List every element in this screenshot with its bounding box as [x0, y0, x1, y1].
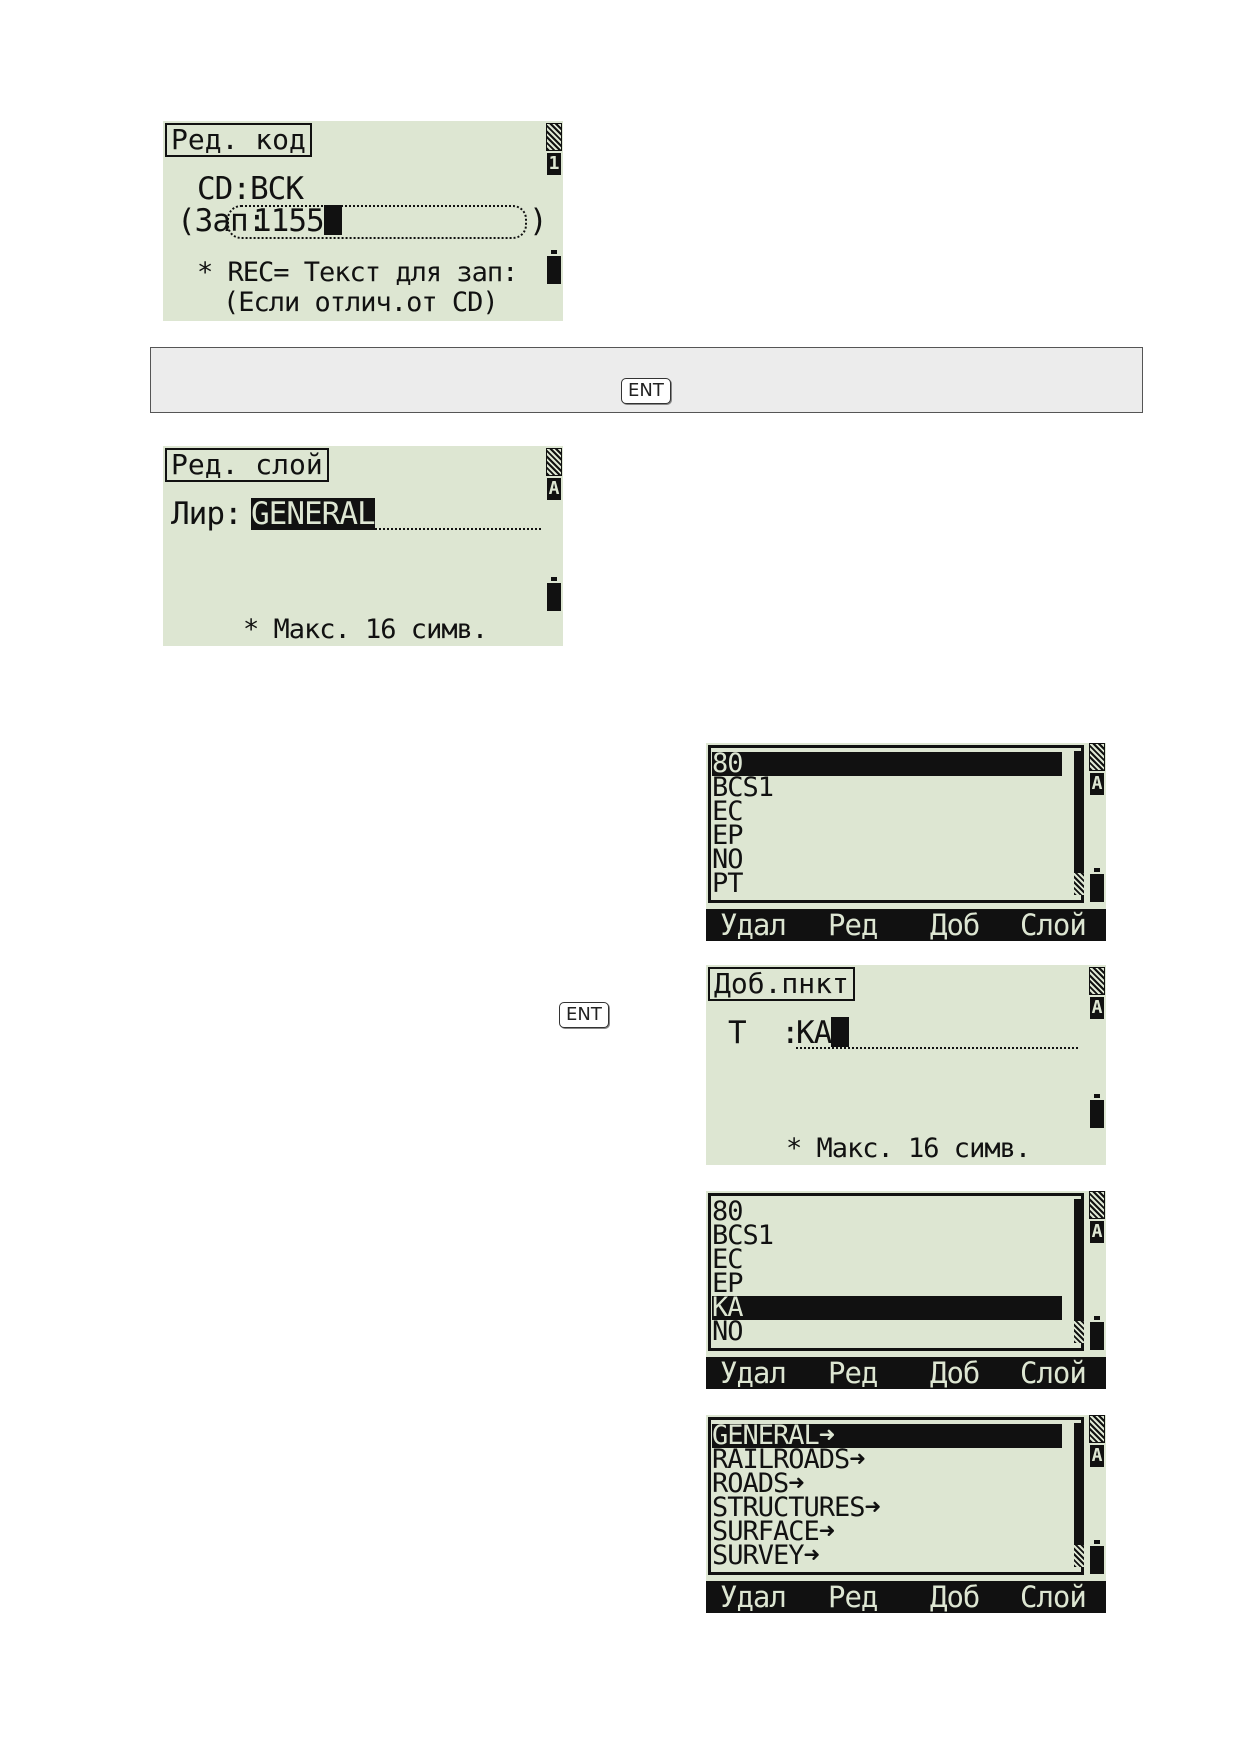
list-item[interactable]: 80: [712, 750, 1062, 777]
scrollbar-end: [1074, 1321, 1084, 1343]
layer-list-screen: GENERAL➜ RAILROADS➜ ROADS➜ STRUCTURES➜ S…: [706, 1415, 1106, 1613]
ent-key-icon: ENT: [559, 1002, 609, 1028]
list-item[interactable]: GENERAL➜: [712, 1422, 1062, 1449]
screen-title: Ред. слой: [165, 448, 329, 482]
screen-title: Ред. код: [165, 123, 312, 157]
battery-icon: [1090, 1540, 1104, 1574]
code-list-screen: 80 BCS1 EC EP NO PT A Удал Ред Доб Слой: [706, 743, 1106, 941]
list-item[interactable]: NO: [712, 1316, 744, 1347]
list-item[interactable]: SURFACE➜: [712, 1516, 835, 1547]
hint-line-2: (Если отлич.от CD): [223, 287, 499, 318]
list-item[interactable]: PT: [712, 868, 744, 899]
add-point-screen: Доб.пнкт T : KA * Макс. 16 симв. A: [706, 965, 1106, 1165]
input-mode-indicator: A: [1090, 1445, 1104, 1467]
record-value: 1155: [253, 203, 325, 239]
point-label: T :: [728, 1015, 800, 1051]
screen-title: Доб.пнкт: [708, 967, 855, 1001]
max-length-hint: * Макс. 16 симв.: [243, 614, 488, 645]
battery-icon: [1090, 1316, 1104, 1350]
list-item[interactable]: STRUCTURES➜: [712, 1492, 881, 1523]
signal-icon: [1089, 1191, 1105, 1219]
list-item[interactable]: BCS1: [712, 1220, 774, 1251]
max-length-hint: * Макс. 16 симв.: [786, 1133, 1031, 1164]
scrollbar-end: [1074, 1545, 1084, 1567]
record-input[interactable]: 1155: [253, 205, 342, 237]
list-item[interactable]: KA: [712, 1294, 1062, 1321]
code-list-screen: 80 BCS1 EC EP KA NO A Удал Ред Доб Слой: [706, 1191, 1106, 1389]
scrollbar-end: [1074, 873, 1084, 895]
list-item[interactable]: EC: [712, 1244, 744, 1275]
point-value: KA: [796, 1015, 832, 1051]
battery-icon: [1090, 868, 1104, 902]
softkey-bar: Удал Ред Доб Слой: [706, 1581, 1106, 1613]
note-bar: ENT: [150, 347, 1143, 413]
list-item[interactable]: BCS1: [712, 772, 774, 803]
list-item[interactable]: RAILROADS➜: [712, 1444, 866, 1475]
layer-input[interactable]: GENERAL: [251, 496, 376, 532]
softkey-add[interactable]: Доб: [930, 1580, 980, 1613]
softkey-edit[interactable]: Ред: [828, 1356, 878, 1389]
point-field-underline: [796, 1047, 1078, 1049]
signal-icon: [1089, 1415, 1105, 1443]
signal-icon: [546, 448, 562, 476]
softkey-edit[interactable]: Ред: [828, 908, 878, 941]
softkey-delete[interactable]: Удал: [720, 908, 787, 941]
text-cursor: [831, 1017, 850, 1047]
record-close: ): [529, 203, 548, 239]
edit-layer-screen: Ред. слой Лир: GENERAL * Макс. 16 симв. …: [163, 446, 563, 646]
softkey-delete[interactable]: Удал: [720, 1580, 787, 1613]
softkey-bar: Удал Ред Доб Слой: [706, 909, 1106, 941]
edit-code-screen: Ред. код CD:BCK (Зап: 1155 ) * REC= Текс…: [163, 121, 563, 321]
input-mode-indicator: 1: [547, 153, 561, 175]
list-item[interactable]: EC: [712, 796, 744, 827]
scrollbar[interactable]: [1074, 1423, 1084, 1545]
text-cursor: [323, 205, 342, 235]
softkey-bar: Удал Ред Доб Слой: [706, 1357, 1106, 1389]
battery-icon: [547, 577, 561, 611]
input-mode-indicator: A: [547, 478, 561, 500]
softkey-layer[interactable]: Слой: [1020, 908, 1087, 941]
scrollbar[interactable]: [1074, 1199, 1084, 1321]
point-input[interactable]: KA: [796, 1015, 850, 1051]
battery-icon: [1090, 1094, 1104, 1128]
list-item[interactable]: EP: [712, 820, 744, 851]
softkey-add[interactable]: Доб: [930, 908, 980, 941]
softkey-add[interactable]: Доб: [930, 1356, 980, 1389]
input-mode-indicator: A: [1090, 1221, 1104, 1243]
list-item[interactable]: EP: [712, 1268, 744, 1299]
scrollbar[interactable]: [1074, 751, 1084, 873]
list-item[interactable]: SURVEY➜: [712, 1540, 820, 1571]
battery-icon: [547, 250, 561, 284]
ent-key-icon: ENT: [621, 378, 671, 404]
softkey-delete[interactable]: Удал: [720, 1356, 787, 1389]
softkey-layer[interactable]: Слой: [1020, 1580, 1087, 1613]
signal-icon: [546, 123, 562, 151]
input-mode-indicator: A: [1090, 773, 1104, 795]
layer-label: Лир:: [171, 496, 243, 532]
list-item[interactable]: ROADS➜: [712, 1468, 805, 1499]
signal-icon: [1089, 743, 1105, 771]
softkey-layer[interactable]: Слой: [1020, 1356, 1087, 1389]
signal-icon: [1089, 967, 1105, 995]
record-label: (Зап:: [177, 203, 266, 239]
hint-line-1: * REC= Текст для зап:: [197, 257, 518, 288]
layer-field-underline: [251, 528, 541, 530]
softkey-edit[interactable]: Ред: [828, 1580, 878, 1613]
code-line: CD:BCK: [197, 171, 304, 207]
record-field-frame: [227, 205, 527, 239]
list-item[interactable]: NO: [712, 844, 744, 875]
input-mode-indicator: A: [1090, 997, 1104, 1019]
list-item[interactable]: 80: [712, 1196, 744, 1227]
